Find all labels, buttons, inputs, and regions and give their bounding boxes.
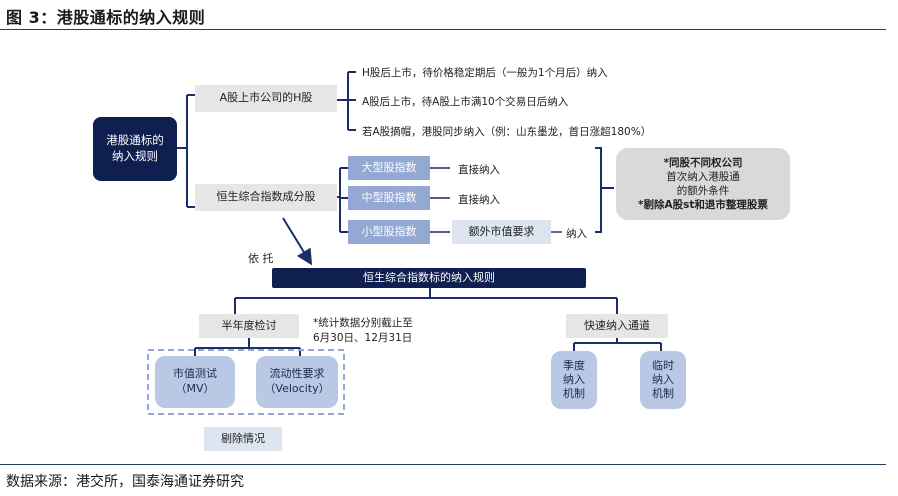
adhoc-inclusion-node: 临时 纳入 机制 (640, 351, 686, 409)
rule-delisting-cap: 若A股摘帽，港股同步纳入（例：山东墨龙，首日涨超180%） (362, 126, 652, 138)
note-line-3: 的额外条件 (676, 185, 730, 197)
rule-a-after: A股后上市，待A股上市满10个交易日后纳入 (362, 96, 569, 108)
arrow-depend (282, 217, 313, 266)
direct-include-mid: 直接纳入 (458, 194, 500, 206)
note-line-2: 首次纳入港股通 (666, 170, 740, 183)
large-cap-index: 大型股指数 (348, 156, 430, 180)
fast-track-node: 快速纳入通道 (566, 314, 668, 338)
exclusion-node: 剔除情况 (204, 427, 282, 451)
hsci-constituent-node: 恒生综合指数成分股 (195, 184, 337, 211)
mid-cap-index: 中型股指数 (348, 186, 430, 210)
footer-divider (0, 464, 886, 465)
depend-label: 依 托 (248, 252, 274, 265)
hsci-inclusion-rule: 恒生综合指数标的纳入规则 (272, 268, 586, 288)
semiannual-review-node: 半年度检讨 (199, 314, 299, 338)
liquidity-requirement-node: 流动性要求 （Velocity） (256, 356, 338, 408)
quarterly-inclusion-node: 季度 纳入 机制 (551, 351, 597, 409)
include-label: 纳入 (566, 228, 587, 240)
root-node: 港股通标的 纳入规则 (93, 117, 177, 181)
direct-include-large: 直接纳入 (458, 164, 500, 176)
a-share-h-node: A股上市公司的H股 (195, 85, 337, 112)
figure-title: 图 3：港股通标的纳入规则 (6, 8, 206, 27)
note-title: *同股不同权公司 (663, 156, 743, 169)
source-note: 数据来源：港交所，国泰海通证券研究 (6, 474, 244, 490)
rule-h-after: H股后上市，待价格稳定期后（一般为1个月后）纳入 (362, 67, 608, 79)
small-cap-index: 小型股指数 (348, 220, 430, 244)
market-cap-test-node: 市值测试 （MV） (155, 356, 235, 408)
extra-conditions-note: *同股不同权公司 首次纳入港股通 的额外条件 *剔除A股st和退市整理股票 (616, 148, 790, 220)
statistics-cutoff-note: *统计数据分别截止至 6月30日、12月31日 (313, 317, 413, 345)
title-divider (0, 29, 886, 30)
extra-market-cap-box: 额外市值要求 (452, 220, 551, 244)
note-line-4: *剔除A股st和退市整理股票 (638, 199, 768, 212)
